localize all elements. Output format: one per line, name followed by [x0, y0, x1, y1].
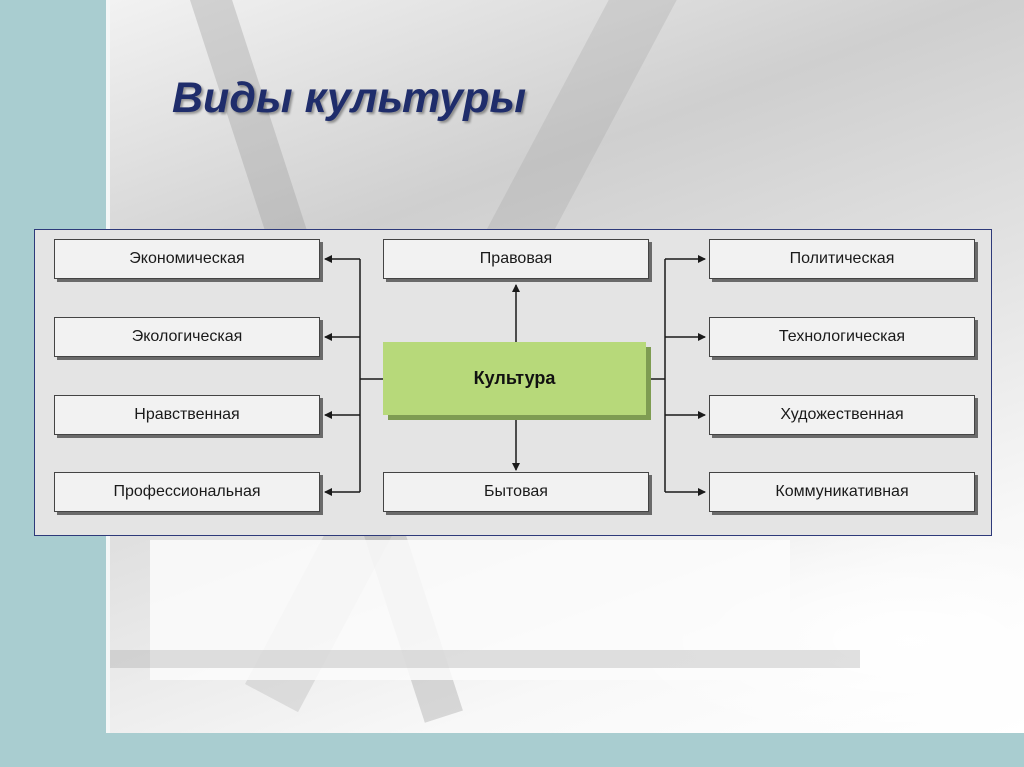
box-household: Бытовая [383, 472, 649, 512]
box-ecological: Экологическая [54, 317, 320, 357]
box-professional: Профессиональная [54, 472, 320, 512]
box-communicative: Коммуникативная [709, 472, 975, 512]
box-culture-center: Культура [383, 342, 646, 415]
box-artistic: Художественная [709, 395, 975, 435]
bottom-band [0, 733, 1024, 767]
box-economic: Экономическая [54, 239, 320, 279]
box-moral: Нравственная [54, 395, 320, 435]
connector-lines [324, 255, 706, 496]
slide-title: Виды культуры [172, 74, 527, 122]
box-legal: Правовая [383, 239, 649, 279]
box-technological: Технологическая [709, 317, 975, 357]
box-political: Политическая [709, 239, 975, 279]
diagram-panel: Экономическая Экологическая Нравственная… [34, 229, 992, 536]
